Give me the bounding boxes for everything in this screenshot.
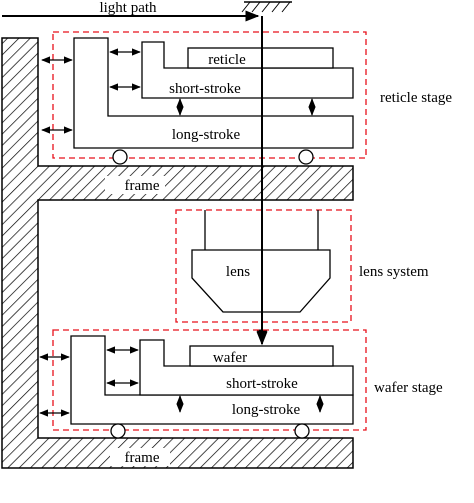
long-stroke-top-label: long-stroke <box>172 127 241 143</box>
short-stroke-bottom-label: short-stroke <box>226 376 298 392</box>
frame-bottom-label: frame <box>125 450 160 466</box>
roller-2 <box>298 149 314 165</box>
reticle-stage-box <box>52 31 367 159</box>
roller-1 <box>112 149 128 165</box>
reticle-stage-label: reticle stage <box>380 90 452 106</box>
lens-system <box>175 200 352 342</box>
wafer-stage <box>39 329 367 439</box>
frame-top-label: frame <box>125 178 160 194</box>
short-stroke-top-block <box>141 41 354 99</box>
lens-system-box <box>175 209 352 323</box>
lens-label: lens <box>226 264 250 280</box>
wafer-block <box>189 345 334 367</box>
roller-3 <box>110 423 126 439</box>
reticle-block <box>187 47 334 69</box>
lens-system-label: lens system <box>359 264 429 280</box>
short-stroke-bottom-block <box>139 339 354 396</box>
frame-structure <box>1 37 354 469</box>
long-stroke-bottom-label: long-stroke <box>232 402 301 418</box>
wafer-stage-box <box>52 329 367 431</box>
reticle-stage <box>41 16 367 165</box>
light-path-label: light path <box>99 0 157 16</box>
short-stroke-top-label: short-stroke <box>169 81 241 97</box>
mirror-hatch <box>241 1 292 13</box>
roller-4 <box>294 423 310 439</box>
long-stroke-top-block <box>73 37 354 149</box>
wafer-stage-label: wafer stage <box>374 380 443 396</box>
wafer-label: wafer <box>213 350 247 366</box>
reticle-label: reticle <box>208 52 246 68</box>
